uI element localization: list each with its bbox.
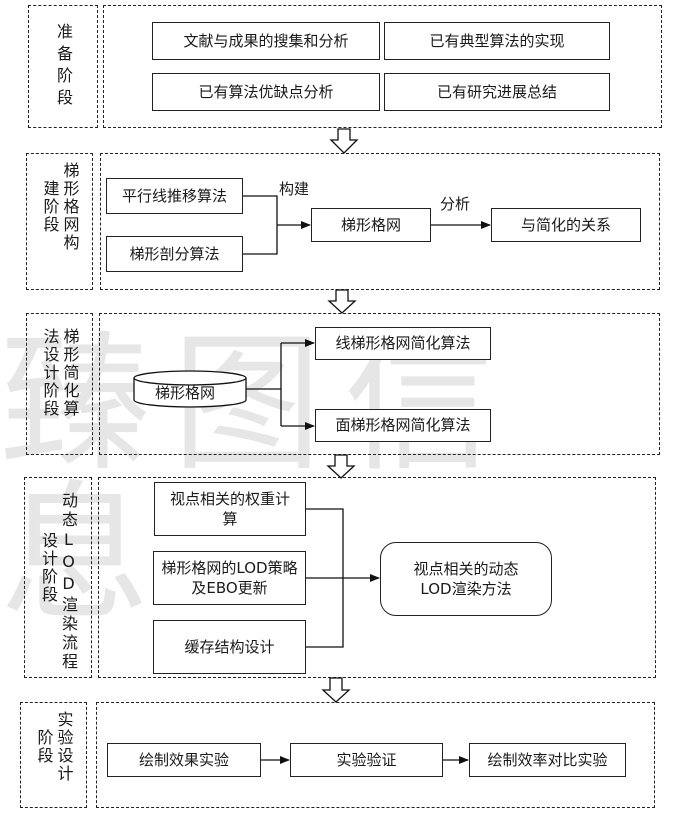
node-cache-design: 缓存结构设计 bbox=[153, 620, 306, 674]
node-exp-verification: 实验验证 bbox=[290, 743, 443, 777]
node-weight-calc: 视点相关的权重计算 bbox=[154, 482, 306, 536]
node-render-effect-exp: 绘制效果实验 bbox=[107, 743, 261, 777]
stage-label-text: 梯形简化算 bbox=[60, 328, 80, 418]
stage-transition-arrow bbox=[327, 289, 357, 314]
stage-panel-lod bbox=[98, 477, 656, 678]
stage-label-text: 法设计阶段 bbox=[40, 328, 60, 418]
node-lod-render-method: 视点相关的动态LOD渲染方法 bbox=[380, 542, 552, 616]
stage-transition-arrow bbox=[321, 677, 351, 703]
stage-label-text: 建阶段 bbox=[40, 180, 60, 234]
edge-label-build: 构建 bbox=[279, 180, 310, 198]
stage-panel-build bbox=[100, 153, 660, 290]
node-trapezoid-subdivision: 梯形剖分算法 bbox=[106, 236, 243, 272]
edge-label-analyze: 分析 bbox=[440, 195, 471, 213]
stage-label-lod: 动态LOD渲染流程 设计阶段 bbox=[24, 477, 92, 678]
stage-label-text: 实验设计 bbox=[54, 711, 74, 783]
node-trapezoid-grid: 梯形格网 bbox=[311, 208, 431, 242]
stage-label-experiment: 实验设计 阶段 bbox=[20, 702, 87, 808]
stage-label-text: 准备阶段 bbox=[54, 22, 73, 111]
stage-label-prep: 准备阶段 bbox=[28, 5, 98, 128]
node-face-simplification: 面梯形格网简化算法 bbox=[315, 409, 491, 442]
stage-label-text: 梯形格网构 bbox=[60, 162, 80, 252]
node-progress-summary: 已有研究进展总结 bbox=[384, 73, 610, 111]
node-line-simplification: 线梯形格网简化算法 bbox=[315, 327, 491, 360]
stage-label-simplify: 梯形简化算 法设计阶段 bbox=[26, 313, 93, 455]
stage-label-build: 梯形格网构 建阶段 bbox=[26, 153, 93, 290]
stage-panel-simplify bbox=[99, 313, 660, 455]
node-pros-cons: 已有算法优缺点分析 bbox=[152, 73, 380, 111]
stage-transition-arrow bbox=[326, 454, 356, 479]
node-grid-database: 梯形格网 bbox=[155, 384, 216, 402]
node-simplify-relation: 与简化的关系 bbox=[491, 208, 641, 242]
stage-panel-experiment bbox=[96, 702, 655, 808]
stage-panel-prep bbox=[103, 5, 662, 128]
stage-label-text: 设计阶段 bbox=[39, 532, 58, 604]
node-lod-strategy: 梯形格网的LOD策略及EBO更新 bbox=[153, 551, 306, 605]
stage-label-text: 动态LOD渲染流程 bbox=[59, 492, 78, 672]
stage-label-text: 阶段 bbox=[34, 729, 54, 765]
node-render-efficiency-exp: 绘制效率对比实验 bbox=[469, 743, 626, 777]
node-literature-analysis: 文献与成果的搜集和分析 bbox=[152, 22, 380, 60]
node-parallel-shift: 平行线推移算法 bbox=[106, 178, 243, 214]
node-typical-impl: 已有典型算法的实现 bbox=[384, 22, 610, 60]
stage-transition-arrow bbox=[329, 128, 359, 154]
